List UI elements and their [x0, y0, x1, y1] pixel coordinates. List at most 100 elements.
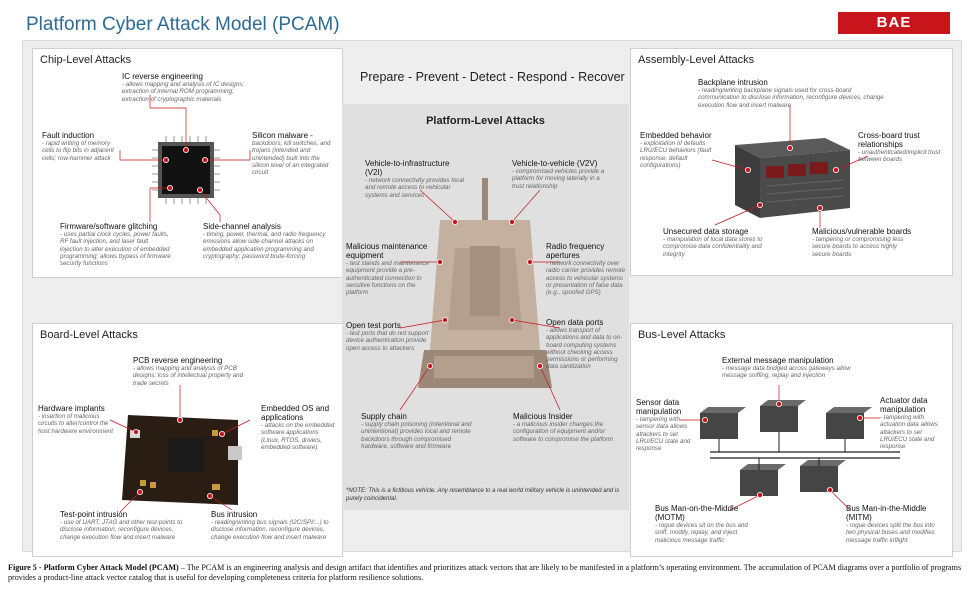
data-storage-label: Unsecured data storage- manipulation of … [663, 227, 785, 258]
embedded-behavior-label: Embedded behavior- exploitation of defau… [640, 131, 720, 169]
fault-desc: - rapid writing of memory cells to flip … [42, 140, 114, 162]
v2i-label: Vehicle-to-infrastructure (V2I)- network… [365, 159, 465, 199]
chassis-icon [735, 138, 850, 218]
caption-text: – The PCAM is an engineering analysis an… [8, 563, 962, 582]
pcb-title: PCB reverse engineering [133, 356, 223, 365]
v2v-label: Vehicle-to-vehicle (V2V)- compromised ve… [512, 159, 612, 190]
hardware-implants-label: Hardware implants- insertion of maliciou… [38, 404, 120, 435]
bus-intrusion-label: Bus intrusion- reading/writing bus signa… [211, 510, 337, 541]
malware-title: Silicon malware - [252, 131, 313, 140]
mitm-desc: - rogue devices split the bus into two p… [846, 522, 935, 544]
test-point-intrusion-label: Test-point intrusion- use of UART, JTAG … [60, 510, 184, 541]
side-channel-label: Side-channel analysis- timing, power, th… [203, 222, 335, 260]
open-test-ports-label: Open test ports- test ports that do not … [346, 321, 430, 352]
embedded-desc: - exploitation of defaults LRU/ECU behav… [640, 140, 712, 169]
pcb-reverse-engineering-label: PCB reverse engineering- allows mapping … [133, 356, 251, 387]
fault-title: Fault induction [42, 131, 95, 140]
backplane-title: Backplane intrusion [698, 78, 768, 87]
crossboard-desc: - unauthenticated/implicit trust between… [858, 149, 941, 164]
side-desc: - timing, power, thermal, and radio freq… [203, 231, 326, 260]
silicon-malware-label: Silicon malware -backdoors, kill switche… [252, 131, 336, 176]
external-desc: - message data bridged across gateways a… [722, 365, 851, 380]
sensor-data-label: Sensor data manipulation- tampering with… [636, 398, 698, 452]
bus-title: Bus-Level Attacks [638, 329, 726, 341]
embedded-os-label: Embedded OS and applications- attacks on… [261, 404, 337, 451]
dataports-title: Open data ports [546, 318, 604, 327]
rf-apertures-label: Radio frequency apertures- network conne… [546, 242, 630, 296]
cross-board-label: Cross-board trust relationships- unauthe… [858, 131, 944, 164]
bus-quadrant: Bus-Level Attacks [630, 323, 953, 557]
v2i-title: Vehicle-to-infrastructure (V2I) [365, 159, 450, 177]
vehicle-note: *NOTE: This is a fictitious vehicle. Any… [346, 488, 620, 502]
os-desc: - attacks on the embedded software appli… [261, 422, 335, 451]
v2i-desc: - network connectivity provides local an… [365, 177, 465, 199]
insider-desc: - a malicious insider changes the config… [513, 421, 614, 443]
assembly-title: Assembly-Level Attacks [638, 54, 755, 66]
actuator-title: Actuator data manipulation [880, 396, 928, 414]
fault-induction-label: Fault induction- rapid writing of memory… [42, 131, 124, 162]
ic-re-title: IC reverse engineering [122, 72, 203, 81]
malicious-boards-label: Malicious/vulnerable boards- tampering o… [812, 227, 912, 258]
page-title: Platform Cyber Attack Model (PCAM) [26, 14, 340, 35]
motm-desc: - rogue devices sit on the bus and sniff… [655, 522, 748, 544]
firmware-desc: - uses partial clock cycles, power fault… [60, 231, 171, 268]
rf-desc: - network connectivity over radio carrie… [546, 260, 626, 297]
v2v-desc: - compromised vehicles provide a platfor… [512, 168, 605, 190]
backplane-intrusion-label: Backplane intrusion- reading/writing bac… [698, 78, 888, 109]
open-data-ports-label: Open data ports- allows transport of app… [546, 318, 630, 371]
actuator-data-label: Actuator data manipulation- tampering wi… [880, 396, 946, 450]
firmware-title: Firmware/software glitching [60, 222, 158, 231]
firmware-glitching-label: Firmware/software glitching- uses partia… [60, 222, 172, 267]
malicious-boards-desc: - tampering or compromising less secure … [812, 236, 904, 258]
bus-intrusion-title: Bus intrusion [211, 510, 258, 519]
bus-intrusion-desc: - reading/writing bus signals (I2C/SPI/.… [211, 519, 329, 541]
mitm-title: Bus Man-in-the-Middle (MITM) [846, 504, 927, 522]
rf-title: Radio frequency apertures [546, 242, 605, 260]
supply-desc: - supply chain poisoning (intentional an… [361, 421, 472, 450]
ic-reverse-engineering-label: IC reverse engineering- allows mapping a… [122, 72, 262, 103]
os-title: Embedded OS and applications [261, 404, 330, 422]
external-title: External message manipulation [722, 356, 834, 365]
bus-mitm-label: Bus Man-in-the-Middle (MITM)- rogue devi… [846, 504, 942, 544]
dataports-desc: - allows transport of applications and d… [546, 327, 623, 371]
storage-desc: - manipulation of local data stores to c… [663, 236, 763, 258]
backplane-desc: - reading/writing backplane signals used… [698, 87, 884, 109]
testports-desc: - test ports that do not support device … [346, 330, 429, 352]
sensor-desc: - tampering with sensor data allows atta… [636, 416, 691, 453]
vehicle-icon [418, 178, 552, 388]
actuator-desc: - tampering with actuation data allows a… [880, 414, 938, 451]
ic-re-desc: - allows mapping and analysis of IC desi… [122, 81, 245, 103]
pcb-board-icon [122, 415, 242, 505]
insider-title: Malicious Insider [513, 412, 573, 421]
crossboard-title: Cross-board trust relationships [858, 131, 920, 149]
testpoint-title: Test-point intrusion [60, 510, 128, 519]
motm-title: Bus Man-on-the-Middle (MOTM) [655, 504, 739, 522]
storage-title: Unsecured data storage [663, 227, 749, 236]
implants-title: Hardware implants [38, 404, 105, 413]
board-title: Board-Level Attacks [40, 329, 138, 341]
embedded-title: Embedded behavior [640, 131, 712, 140]
side-title: Side-channel analysis [203, 222, 281, 231]
assembly-quadrant: Assembly-Level Attacks [630, 48, 953, 276]
pcb-desc: - allows mapping and analysis of PCB des… [133, 365, 244, 387]
implants-desc: - insertion of malicious circuits to alt… [38, 413, 113, 435]
malicious-insider-label: Malicious Insider- a malicious insider c… [513, 412, 623, 443]
maint-title: Malicious maintenance equipment [346, 242, 428, 260]
supply-chain-label: Supply chain- supply chain poisoning (in… [361, 412, 473, 450]
malware-desc: backdoors, kill switches, and trojans (i… [252, 140, 331, 177]
tagline: Prepare - Prevent - Detect - Respond - R… [360, 70, 625, 84]
testports-title: Open test ports [346, 321, 401, 330]
v2v-title: Vehicle-to-vehicle (V2V) [512, 159, 598, 168]
external-message-label: External message manipulation- message d… [722, 356, 852, 380]
testpoint-desc: - use of UART, JTAG and other test-point… [60, 519, 183, 541]
maintenance-equipment-label: Malicious maintenance equipment- test st… [346, 242, 430, 296]
bus-network-icon [700, 400, 900, 496]
malicious-boards-title: Malicious/vulnerable boards [812, 227, 912, 236]
bus-motm-label: Bus Man-on-the-Middle (MOTM)- rogue devi… [655, 504, 749, 544]
maint-desc: - test stands and maintenance equipment … [346, 260, 429, 297]
caption-label: Figure 5 - Platform Cyber Attack Model (… [8, 563, 179, 572]
sensor-title: Sensor data manipulation [636, 398, 682, 416]
chip-title: Chip-Level Attacks [40, 54, 132, 66]
platform-title: Platform-Level Attacks [426, 115, 545, 127]
